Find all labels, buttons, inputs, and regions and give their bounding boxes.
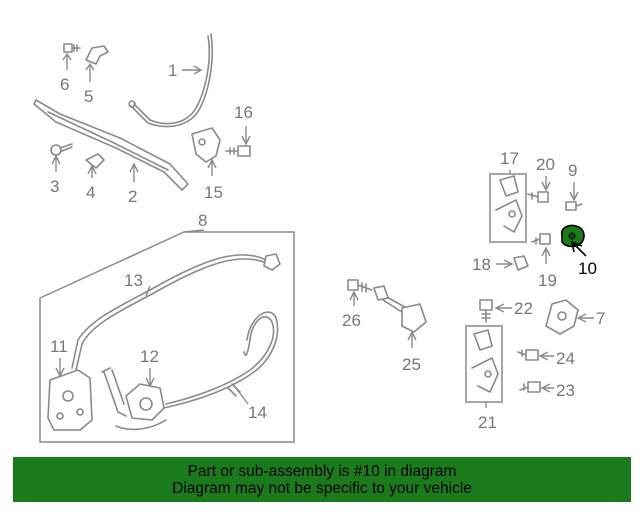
callout-5: 5 [84,87,93,106]
callout-25: 25 [402,355,421,374]
callout-2: 2 [128,187,137,206]
part-7-hinge: 7 [545,299,605,335]
part-26-bolt: 26 [342,279,373,330]
part-4-grommet: 4 [85,153,105,202]
part-18-grommet: 18 [472,255,529,274]
part-16-bolt: 16 [225,103,253,157]
part-9-screw: 9 [565,161,583,211]
part-info-banner: Part or sub-assembly is #10 in diagram D… [13,457,631,502]
callout-14: 14 [248,403,267,422]
callout-1: 1 [168,61,177,80]
parts-diagram: 6 5 1 2 3 4 15 [33,33,605,443]
callout-17: 17 [500,149,519,168]
callout-6: 6 [60,75,69,94]
part-6-bolt: 6 [60,43,81,94]
part-20-bolt: 20 [527,155,555,203]
part-2-bar: 2 [33,99,189,206]
banner-line-2: Diagram may not be specific to your vehi… [172,479,472,497]
part-1-rod: 1 [128,33,214,128]
callout-7: 7 [596,309,605,328]
callout-9: 9 [568,161,577,180]
callout-24: 24 [556,349,575,368]
callout-21: 21 [478,413,497,432]
callout-22: 22 [514,299,533,318]
part-25-checklink: 25 [373,285,427,374]
callout-15: 15 [204,183,223,202]
part-22-bolt: 22 [479,299,533,323]
part-15-bracket: 15 [191,127,223,202]
part-24-bolt: 24 [517,349,575,368]
callout-23: 23 [556,381,575,400]
part-5-clip: 5 [84,45,109,106]
callout-3: 3 [50,177,59,196]
banner-line-1: Part or sub-assembly is #10 in diagram [187,462,457,480]
callout-16: 16 [234,103,253,122]
callout-18: 18 [472,255,491,274]
callout-13: 13 [124,271,143,290]
callout-12: 12 [140,347,159,366]
part-14-cable: 14 [163,311,279,422]
part-21-assembly: 21 [465,325,503,432]
part-12-actuator: 12 [101,347,167,431]
part-23-bolt: 23 [519,381,575,400]
callout-19: 19 [538,271,557,290]
callout-26: 26 [342,311,361,330]
callout-20: 20 [536,155,555,174]
part-17-assembly: 17 [489,149,527,243]
part-10-highlighted[interactable]: 10 [560,224,597,278]
part-19-bolt: 19 [531,233,557,290]
callout-4: 4 [86,183,95,202]
callout-10: 10 [578,259,597,278]
part-13-rod: 13 [71,253,281,371]
callout-8: 8 [198,211,207,230]
part-11-latch: 11 [47,337,93,431]
part-3-screw: 3 [50,143,73,196]
callout-11: 11 [50,337,68,356]
part-8-assembly: 8 [39,211,295,443]
